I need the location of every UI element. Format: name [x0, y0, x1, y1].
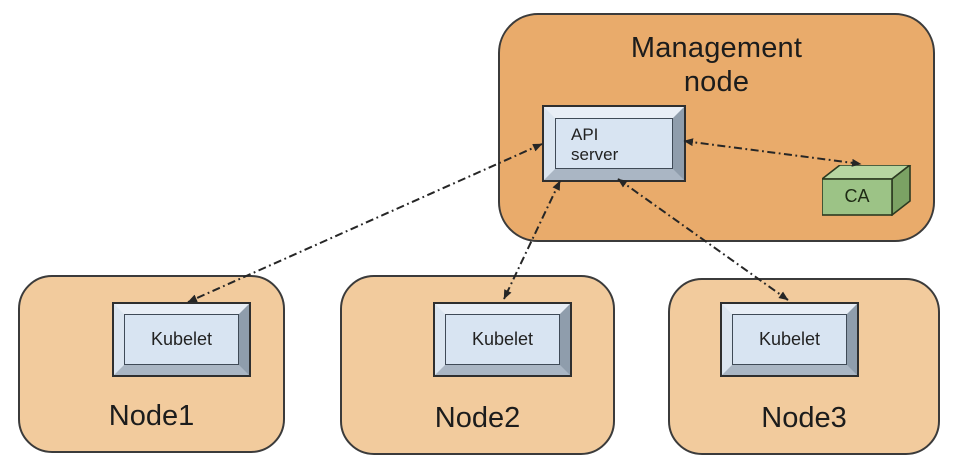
node2-kubelet-box: Kubelet — [435, 304, 570, 375]
ca-3d-shape — [819, 163, 913, 217]
node3-label: Node3 — [761, 402, 847, 434]
node3-kubelet-box: Kubelet — [722, 304, 857, 375]
node1-box: Kubelet Node1 — [18, 275, 285, 453]
node2-kubelet-label: Kubelet — [445, 314, 560, 365]
api-server-box: API server — [544, 107, 684, 180]
node1-kubelet-box: Kubelet — [114, 304, 249, 375]
ca-label: CA — [844, 186, 870, 206]
ca-box: CA — [819, 163, 913, 217]
management-node-label: Management node — [630, 32, 803, 98]
node2-box: Kubelet Node2 — [340, 275, 615, 455]
node1-kubelet-label: Kubelet — [124, 314, 239, 365]
node2-label: Node2 — [434, 402, 521, 434]
node3-box: Kubelet Node3 — [668, 278, 940, 455]
node3-kubelet-label: Kubelet — [732, 314, 847, 365]
management-node-box: Management node API server CA — [498, 13, 935, 242]
api-server-label: API server — [555, 118, 673, 169]
node1-label: Node1 — [108, 400, 195, 432]
